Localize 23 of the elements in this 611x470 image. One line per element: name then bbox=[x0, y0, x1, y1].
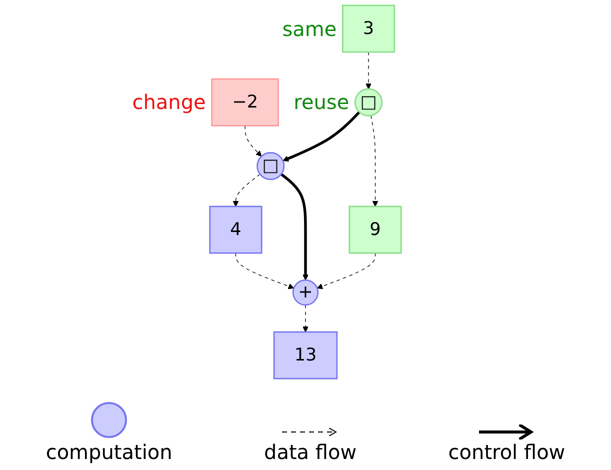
legend-text: computation bbox=[46, 440, 172, 464]
arrow bbox=[282, 111, 360, 162]
node-caption: same bbox=[282, 16, 337, 41]
arrow bbox=[280, 173, 308, 280]
arrow bbox=[302, 304, 308, 332]
node-box: −2 bbox=[211, 78, 279, 126]
node-box: 4 bbox=[209, 206, 262, 254]
legend-text: control flow bbox=[448, 440, 566, 464]
node-box: 3 bbox=[342, 4, 396, 53]
arrow bbox=[316, 252, 376, 290]
arrow bbox=[235, 252, 294, 290]
legend-text: data flow bbox=[264, 440, 357, 464]
node-circle: □ bbox=[354, 88, 383, 116]
node-box: 9 bbox=[348, 206, 402, 254]
node-circle: □ bbox=[256, 152, 285, 180]
node-circle: + bbox=[292, 279, 319, 306]
node-caption: reuse bbox=[294, 90, 350, 114]
arrow bbox=[232, 174, 260, 207]
arrow bbox=[366, 52, 372, 90]
arrow bbox=[244, 125, 262, 157]
node-caption: change bbox=[132, 90, 206, 114]
arrow bbox=[370, 115, 378, 207]
node-box: 13 bbox=[273, 331, 338, 380]
